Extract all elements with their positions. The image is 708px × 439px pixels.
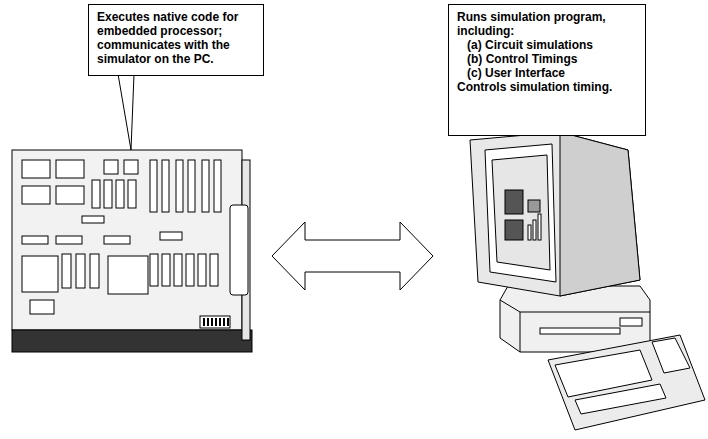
- callout-text: Runs simulation program, including:: [457, 10, 637, 38]
- circuit-board: [12, 150, 252, 352]
- callout-text: Controls simulation timing.: [457, 80, 637, 94]
- callout-box: Runs simulation program, including:(a) C…: [448, 4, 646, 136]
- callout-text: Executes native code for embedded proces…: [97, 10, 255, 66]
- callout-text: (c) User Interface: [457, 66, 637, 80]
- callout-text: (b) Control Timings: [457, 52, 637, 66]
- callout-text: (a) Circuit simulations: [457, 38, 637, 52]
- double-arrow: [272, 222, 433, 290]
- callout-box: Executes native code for embedded proces…: [88, 4, 264, 76]
- callout-tail: [118, 74, 134, 150]
- computer: [470, 132, 705, 430]
